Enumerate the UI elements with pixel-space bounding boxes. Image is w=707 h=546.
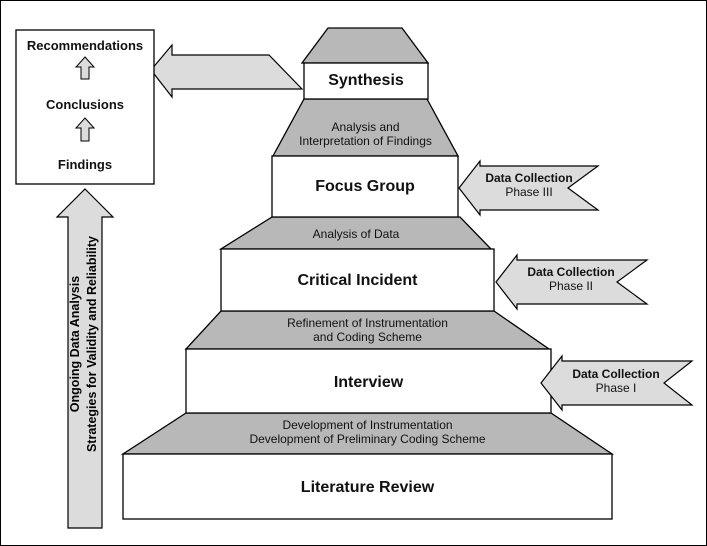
transition-label-3: Refinement of Instrumentation and Coding…	[186, 316, 549, 345]
data-collection-arrow-1	[540, 354, 694, 412]
data-collection-2-phase: Phase II	[548, 279, 594, 294]
transition-4-line-1: Development of Instrumentation	[282, 418, 453, 432]
synthesis-box	[303, 62, 429, 100]
interview-label: Interview	[333, 374, 404, 391]
literature-review-label: Literature Review	[300, 479, 435, 496]
pyramid-cap	[300, 27, 430, 64]
data-collection-1-label: Data Collection Phase I	[546, 367, 686, 396]
transition-label-2: Analysis of Data	[312, 227, 400, 241]
recommendations-label: Recommendations	[26, 38, 144, 53]
data-collection-2-title: Data Collection	[527, 265, 615, 279]
transition-label-1: Analysis and Interpretation of Findings	[273, 120, 458, 149]
critical-incident-box	[220, 248, 495, 312]
conclusions-label: Conclusions	[45, 97, 124, 112]
data-collection-3-title: Data Collection	[485, 171, 573, 185]
data-collection-1-title: Data Collection	[572, 367, 660, 381]
transition-1-line-2: Interpretation of Findings	[299, 134, 432, 149]
transition-3-line-2: and Coding Scheme	[313, 330, 422, 345]
focus-group-label: Focus Group	[315, 178, 415, 195]
ongoing-analysis-line-2: Strategies for Validity and Reliability	[85, 235, 99, 453]
data-collection-arrow-3	[458, 159, 600, 217]
data-collection-1-phase: Phase I	[595, 381, 637, 396]
synthesis-label: Synthesis	[328, 72, 404, 89]
ongoing-analysis-line-1: Ongoing Data Analysis	[68, 275, 82, 413]
literature-review-box	[122, 453, 613, 520]
ongoing-analysis-label: Ongoing Data Analysis Strategies for Val…	[67, 214, 103, 474]
data-collection-2-label: Data Collection Phase II	[501, 265, 641, 294]
ongoing-analysis-arrow	[55, 188, 115, 529]
findings-label: Findings	[57, 157, 113, 172]
up-arrow-icon	[74, 117, 96, 142]
data-collection-3-phase: Phase III	[505, 185, 553, 200]
transition-1-line-1: Analysis and	[331, 120, 400, 134]
data-collection-3-label: Data Collection Phase III	[465, 171, 593, 200]
transition-3-line-1: Refinement of Instrumentation	[287, 316, 448, 330]
transition-4-line-2: Development of Preliminary Coding Scheme	[249, 432, 486, 447]
critical-incident-label: Critical Incident	[297, 272, 418, 289]
up-arrow-icon	[74, 56, 96, 80]
synthesis-to-results-arrow	[150, 43, 304, 99]
interview-box	[185, 348, 552, 414]
results-box	[15, 29, 155, 185]
focus-group-box	[271, 155, 459, 218]
data-collection-arrow-2	[495, 253, 649, 311]
transition-label-4: Development of Instrumentation Developme…	[123, 418, 612, 447]
